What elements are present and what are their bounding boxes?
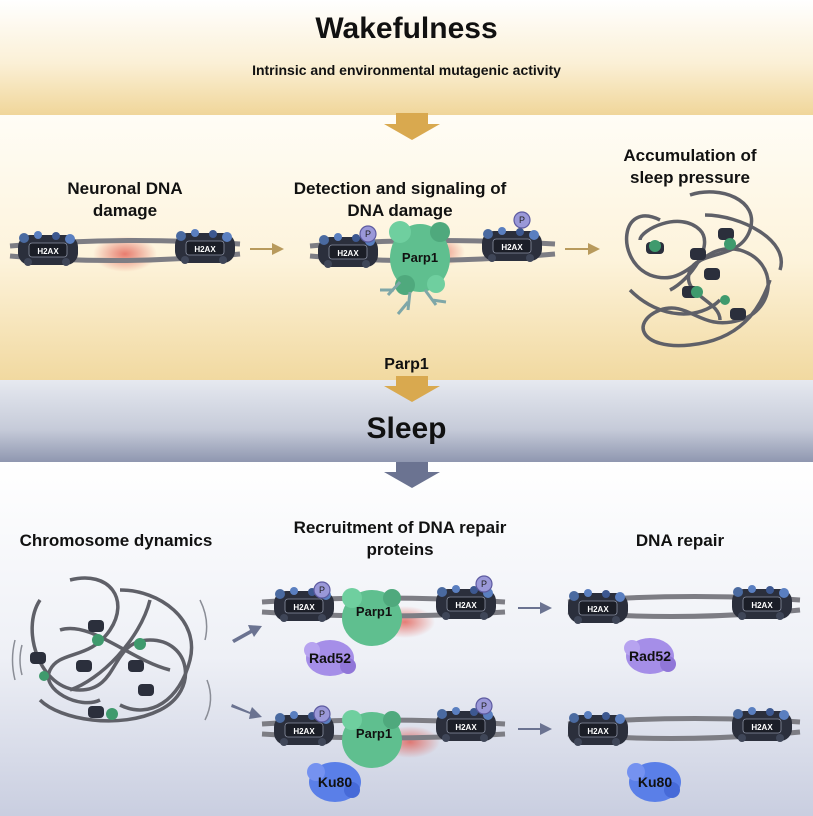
h2ax-label-8: H2AX (751, 601, 773, 610)
transition-label: Parp1 (384, 356, 429, 373)
phospho-label-6: P (481, 701, 487, 711)
rad52-label-2: Rad52 (629, 648, 671, 664)
chromatin-tangle-sleep (30, 576, 194, 723)
rad52-label-1: Rad52 (309, 650, 351, 666)
phospho-label-2: P (519, 215, 525, 225)
tangle-nucleosomes-wake (646, 228, 746, 320)
arrow-down-sleep (384, 462, 440, 488)
chromatin-tangle-wake (624, 190, 784, 348)
h2ax-label-10: H2AX (455, 723, 477, 732)
h2ax-label-5: H2AX (293, 603, 315, 612)
arrow-down-parp1 (384, 376, 440, 402)
h2ax-label-9: H2AX (293, 727, 315, 736)
parp1-label-3: Parp1 (356, 726, 392, 741)
phospho-label-1: P (365, 229, 371, 239)
label-dna-repair: DNA repair (635, 531, 725, 550)
h2ax-label-2: H2AX (194, 245, 216, 254)
label-chromosome-dynamics: Chromosome dynamics (19, 531, 213, 550)
rad52-repaired-strand (567, 584, 801, 674)
rad52-protein (304, 640, 356, 676)
h2ax-label-3: H2AX (337, 249, 359, 258)
parp1-label-1: Parp1 (402, 250, 438, 265)
rad52-protein-released (624, 638, 676, 674)
h2ax-label-12: H2AX (751, 723, 773, 732)
wakefulness-subtitle: Intrinsic and environmental mutagenic ac… (252, 62, 561, 78)
label-detection-signaling: Detection and signaling of DNA damage (293, 179, 507, 220)
ku80-protein (307, 762, 361, 802)
detection-strand (309, 211, 556, 315)
h2ax-label-6: H2AX (455, 601, 477, 610)
parp1-protein-rad52 (342, 588, 402, 646)
phospho-label-5: P (319, 709, 325, 719)
arrow-to-ku80-path (231, 704, 262, 719)
phospho-label-3: P (319, 585, 325, 595)
arrow-down-wake-1 (384, 113, 440, 140)
parp1-protein (389, 221, 450, 295)
arrow-repair-rad52 (518, 602, 552, 614)
ku80-recruitment-strand (261, 697, 506, 802)
label-accumulation-sleep-pressure: Accumulation of sleep pressure (623, 146, 757, 187)
h2ax-label-7: H2AX (587, 605, 609, 614)
h2ax-label-11: H2AX (587, 727, 609, 736)
phospho-label-4: P (481, 579, 487, 589)
sleep-title: Sleep (366, 412, 447, 445)
arrow-to-rad52-path (232, 625, 262, 643)
h2ax-label-4: H2AX (501, 243, 523, 252)
rad52-recruitment-strand (261, 575, 506, 676)
ku80-label-2: Ku80 (638, 774, 672, 790)
wakefulness-header-band (0, 0, 813, 115)
parp1-label-2: Parp1 (356, 604, 392, 619)
arrow-repair-ku80 (518, 723, 552, 735)
tangle-nucleosomes-sleep (30, 620, 154, 720)
parp1-protein-ku80 (342, 710, 402, 768)
label-recruitment-repair-proteins: Recruitment of DNA repair proteins (293, 518, 507, 559)
label-neuronal-dna-damage: Neuronal DNA damage (67, 179, 183, 220)
ku80-repaired-strand (567, 706, 801, 802)
wakefulness-title: Wakefulness (315, 12, 498, 45)
ku80-label-1: Ku80 (318, 774, 352, 790)
h2ax-label-1: H2AX (37, 247, 59, 256)
arrow-right-wake-2 (565, 243, 600, 255)
dna-damage-strand (9, 228, 241, 272)
arrow-right-wake-1 (250, 243, 284, 255)
sleep-tangle-motion-lines (11, 599, 212, 721)
ku80-protein-released (627, 762, 681, 802)
